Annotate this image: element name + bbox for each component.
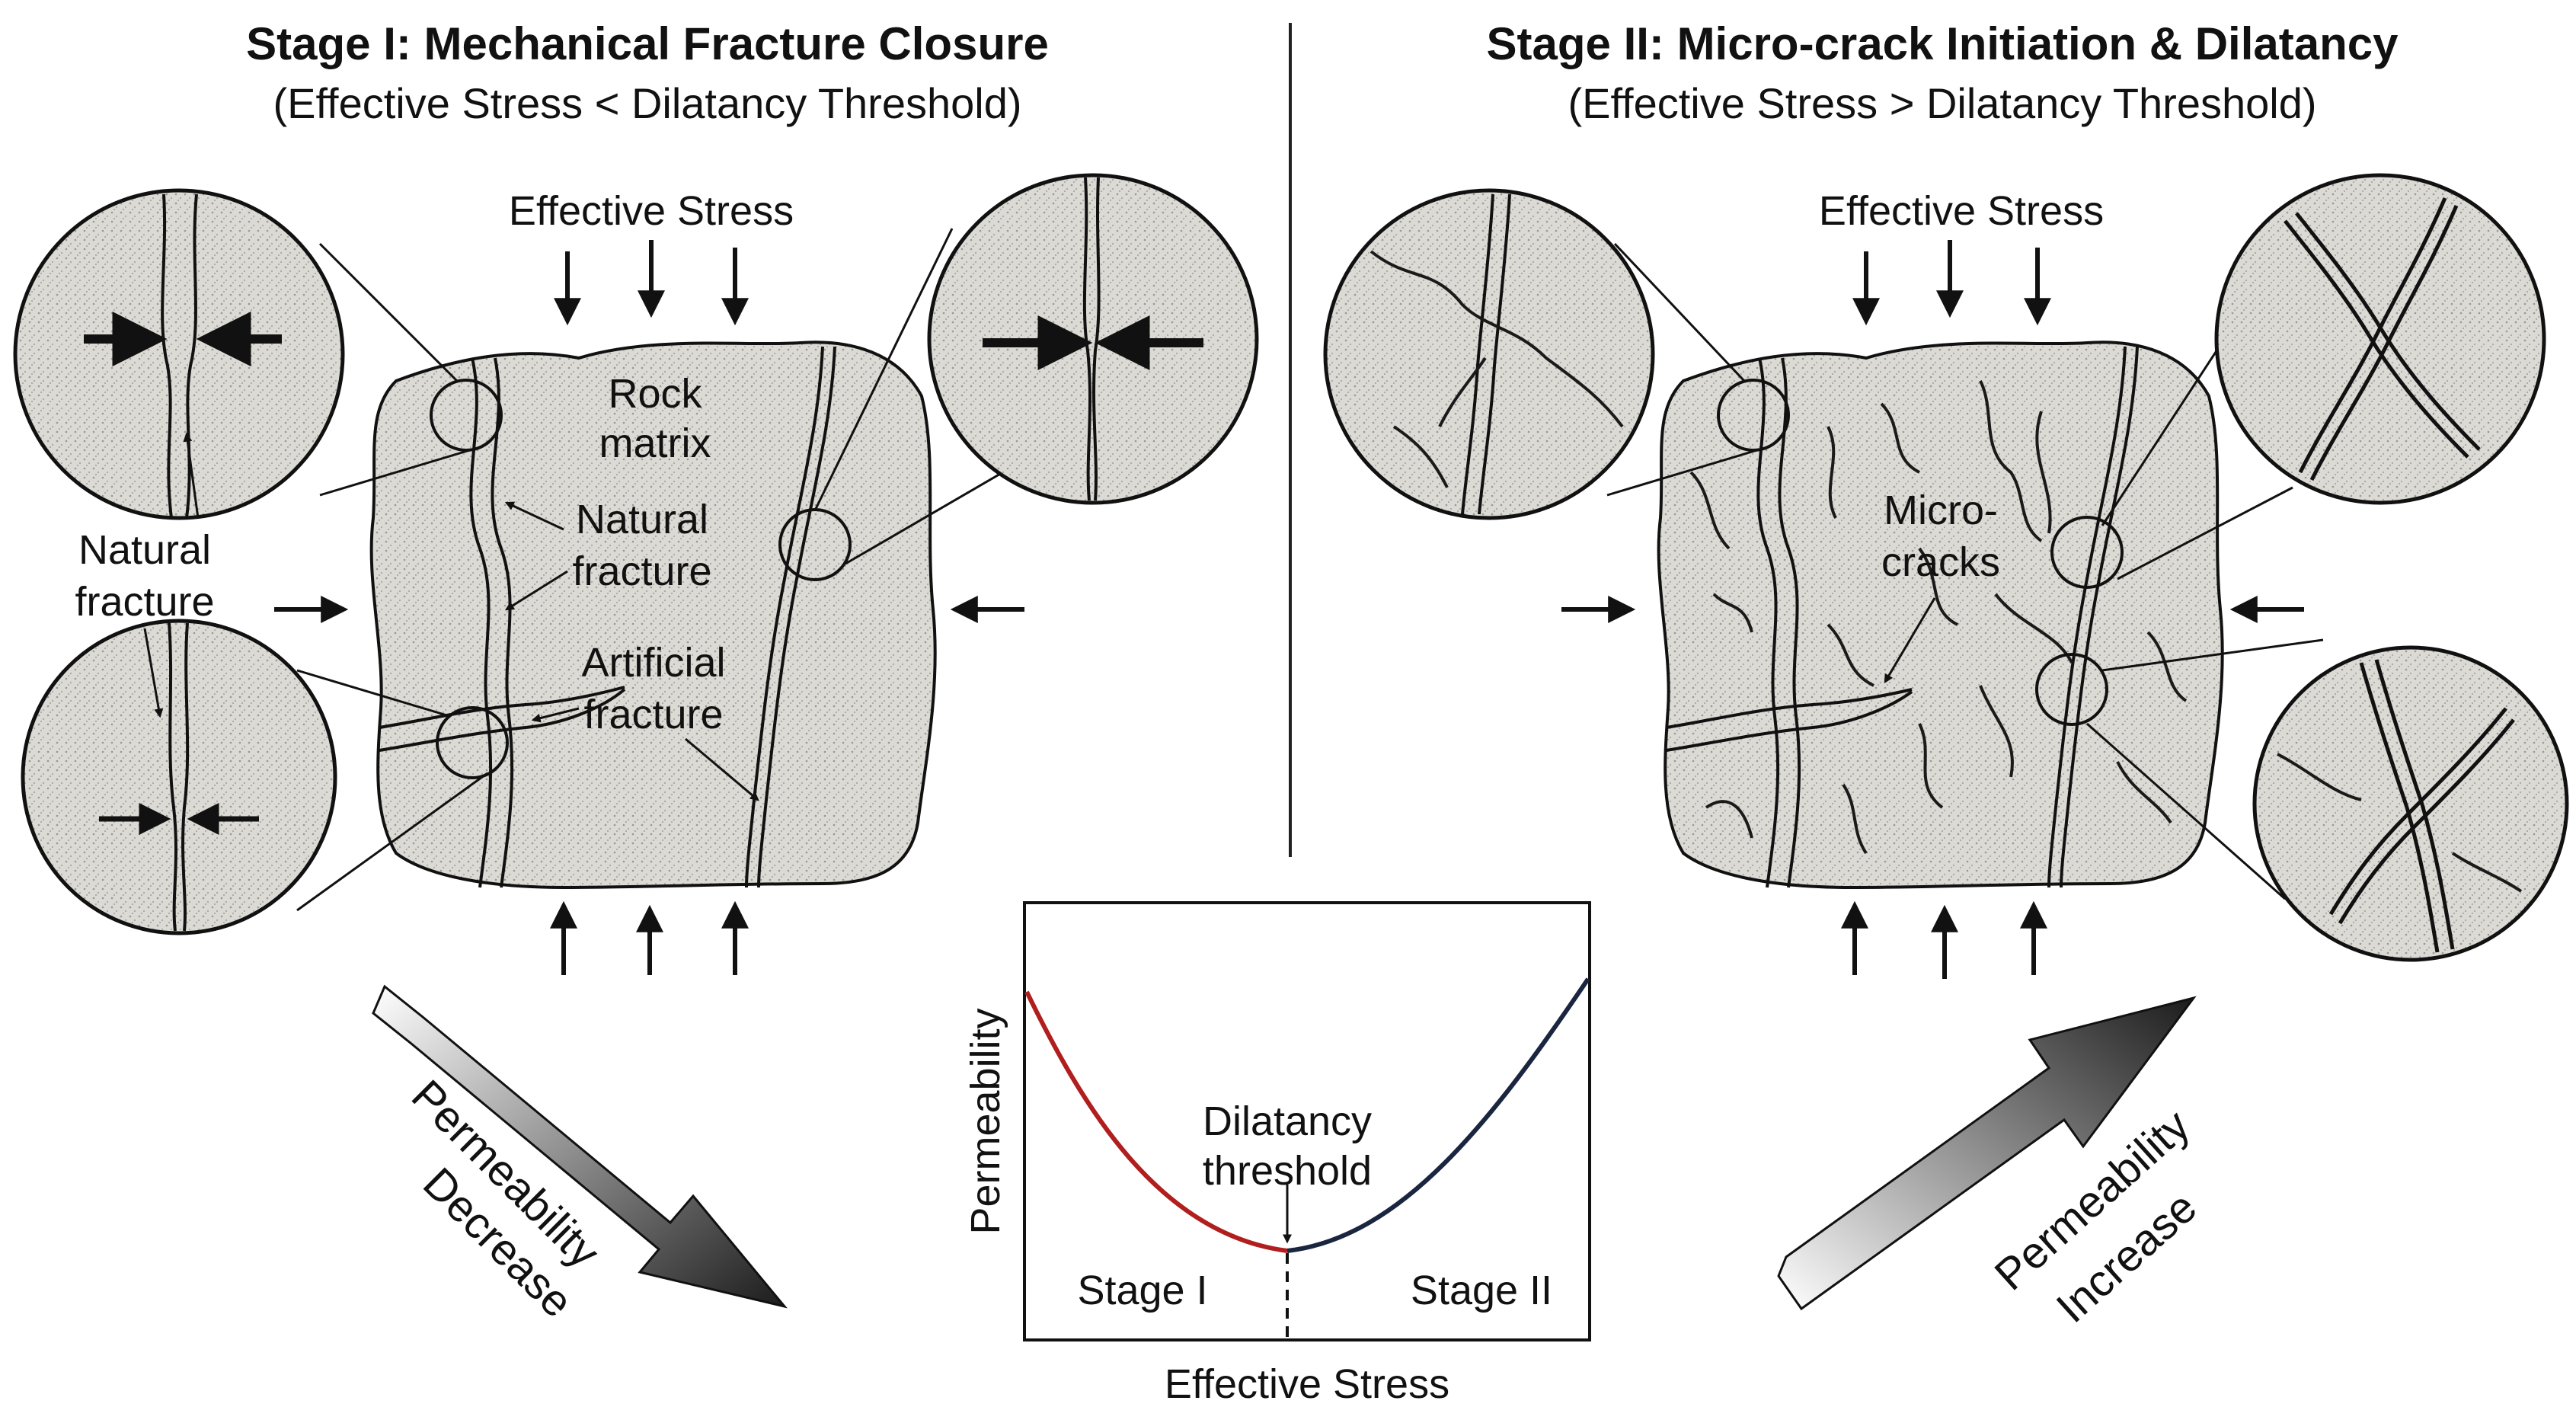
microcracks-label-1: Micro- (1884, 488, 1998, 533)
stage2-effective-stress-label: Effective Stress (1819, 188, 2104, 234)
stage1-title: Stage I: Mechanical Fracture Closure (246, 18, 1049, 69)
stage2-curve (1286, 977, 1590, 1253)
threshold-label-1: Dilatancy (1203, 1098, 1372, 1144)
stage1-curve (1024, 990, 1288, 1253)
natural-fracture-outer-label-2: fracture (75, 579, 214, 625)
rock-matrix-label-1: Rock (608, 371, 702, 417)
stage1-zoom-right (927, 173, 1259, 505)
stage2-title: Stage II: Micro-crack Initiation & Dilat… (1487, 18, 2399, 69)
stage1-subtitle: (Effective Stress < Dilatancy Threshold) (273, 79, 1021, 127)
stage2-zoom-top-left (1323, 188, 1655, 520)
stage2-zoom-lines (1606, 242, 2324, 900)
artificial-fracture-label-2: fracture (583, 692, 723, 737)
graph-frame (1023, 901, 1591, 1341)
permeability-graph (1023, 901, 1591, 1341)
stage2-rock-block (1657, 341, 2224, 890)
stage2-stress-arrows (1561, 240, 2304, 979)
microcracks-label-2: cracks (1881, 539, 2000, 585)
permeability-increase-arrow (1777, 996, 2197, 1311)
graph-x-axis-label: Effective Stress (1165, 1361, 1449, 1407)
graph-stage1-label: Stage I (1077, 1268, 1207, 1313)
graph-stage2-label: Stage II (1411, 1268, 1552, 1313)
stage1-rock-block (369, 341, 937, 890)
graph-y-axis-label: Permeability (963, 1008, 1008, 1234)
rock-matrix-label-2: matrix (599, 421, 711, 466)
threshold-label-2: threshold (1203, 1148, 1372, 1194)
stage1-pointers (143, 432, 759, 801)
stage2-subtitle: (Effective Stress > Dilatancy Threshold) (1568, 79, 2316, 127)
stage2-zoom-bottom-right (2252, 645, 2569, 962)
stage2-zoom-top-right (2214, 173, 2546, 505)
stage1-effective-stress-label: Effective Stress (509, 188, 794, 234)
permeability-decrease-arrow (372, 984, 788, 1309)
natural-fracture-outer-label-1: Natural (78, 527, 211, 573)
stage1-zoom-bottom-left (21, 619, 337, 935)
artificial-fracture-label-1: Artificial (581, 640, 725, 686)
natural-fracture-inner-label-1: Natural (576, 497, 708, 542)
stage1-stress-arrows (274, 240, 1024, 975)
stage1-zoom-top-left (13, 188, 345, 520)
microcracks-pointer (1884, 597, 1936, 684)
natural-fracture-inner-label-2: fracture (572, 548, 711, 594)
